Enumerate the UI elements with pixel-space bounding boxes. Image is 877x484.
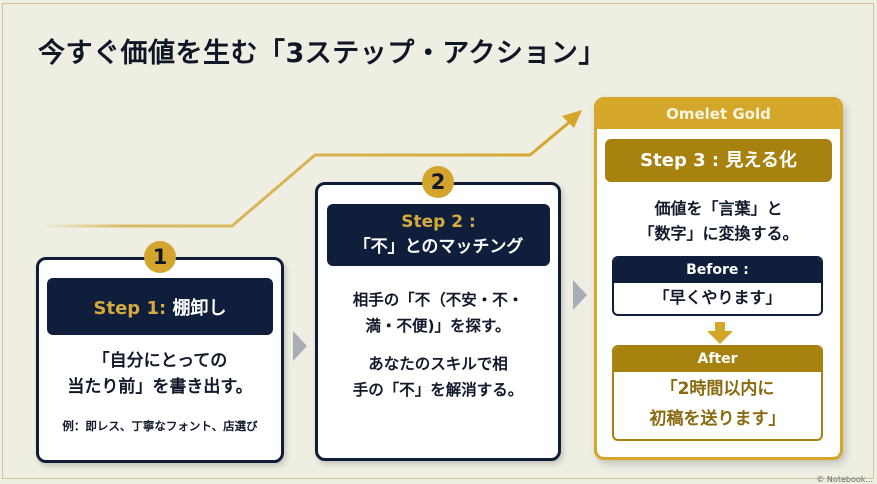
- step-1-description: 「自分にとっての 当たり前」を書き出す。: [39, 348, 281, 400]
- connector-arrow-1-icon: [293, 331, 307, 361]
- step-3-header: Step 3 : 見える化: [605, 139, 832, 182]
- after-box: After 「2時間以内に 初稿を送ります」: [612, 345, 823, 441]
- step-2-line-3: あなたのスキルで相: [368, 355, 508, 373]
- step-3-line-2: 「数字」に変換する。: [638, 224, 799, 243]
- step-3-line-1: 価値を「言葉」と: [654, 199, 783, 218]
- before-label: Before :: [614, 258, 821, 283]
- step-1-badge: 1: [144, 241, 176, 273]
- step-1-card: 1 Step 1: 棚卸し 「自分にとっての 当たり前」を書き出す。 例：即レス…: [36, 241, 284, 463]
- progress-arrowhead: [562, 110, 582, 128]
- step-2-line-2: 満・不便)」を探す。: [365, 317, 511, 335]
- step-1-number: Step 1:: [93, 297, 167, 319]
- step-3-description: 価値を「言葉」と 「数字」に変換する。: [597, 196, 840, 246]
- step-2-line-4: 手の「不」を解消する。: [352, 381, 524, 399]
- before-text: 「早くやります」: [653, 288, 782, 307]
- slide-title: 今すぐ価値を生む「3ステップ・アクション」: [38, 38, 606, 69]
- step-1-example: 例：即レス、丁寧なフォント、店選び: [62, 419, 258, 433]
- connector-arrow-2-icon: [573, 280, 587, 310]
- step-2-line-1: 相手の「不（不安・不・: [352, 291, 524, 309]
- step-1-line-1: 「自分にとっての: [92, 351, 228, 371]
- step-2-card: 2 Step 2 : 「不」とのマッチング 相手の「不（不安・不・ 満・不便)」…: [315, 166, 561, 461]
- step-2-title: 「不」とのマッチング: [353, 237, 524, 257]
- after-label: After: [614, 347, 821, 372]
- progress-arrow-line: [40, 118, 573, 228]
- step-2-badge: 2: [422, 166, 454, 198]
- after-text: 「2時間以内に 初稿を送ります」: [614, 372, 821, 434]
- step-1-header: Step 1: 棚卸し: [47, 278, 273, 335]
- step-3-card: Omelet Gold Step 3 : 見える化 価値を「言葉」と 「数字」に…: [594, 97, 843, 460]
- step-1-line-2: 当たり前」を書き出す。: [67, 377, 253, 397]
- step-1-title: 棚卸し: [172, 297, 227, 319]
- down-arrow-icon: [707, 322, 733, 344]
- omelet-gold-header: Omelet Gold: [597, 100, 840, 129]
- after-line-1: 「2時間以内に: [660, 379, 775, 399]
- step-2-header: Step 2 : 「不」とのマッチング: [327, 204, 550, 266]
- step-2-description: 相手の「不（不安・不・ 満・不便)」を探す。 あなたのスキルで相 手の「不」を解…: [318, 287, 558, 403]
- before-box: Before : 「早くやります」: [612, 256, 823, 316]
- step-2-number: Step 2 :: [401, 212, 476, 232]
- after-line-2: 初稿を送ります」: [649, 409, 786, 429]
- watermark: © Notebook...: [816, 475, 873, 484]
